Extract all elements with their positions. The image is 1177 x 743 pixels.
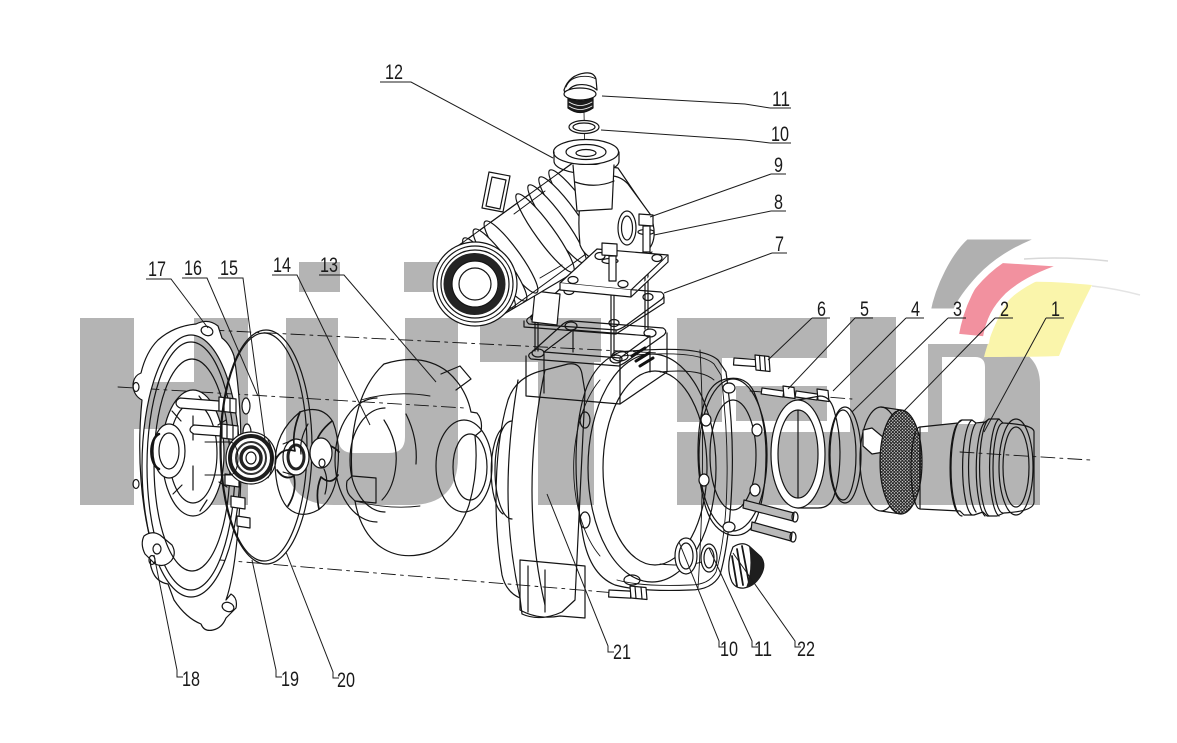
- svg-text:5: 5: [860, 298, 869, 321]
- svg-text:3: 3: [953, 298, 962, 321]
- svg-text:22: 22: [797, 638, 815, 661]
- svg-text:10: 10: [771, 123, 789, 146]
- svg-text:18: 18: [182, 668, 200, 691]
- svg-text:4: 4: [911, 298, 920, 321]
- svg-text:20: 20: [337, 669, 355, 692]
- svg-text:11: 11: [772, 88, 790, 111]
- svg-text:6: 6: [817, 298, 826, 321]
- svg-text:9: 9: [774, 154, 783, 177]
- svg-text:12: 12: [385, 61, 403, 84]
- svg-text:17: 17: [148, 258, 166, 281]
- svg-text:8: 8: [774, 191, 783, 214]
- svg-text:19: 19: [281, 668, 299, 691]
- svg-text:15: 15: [220, 257, 238, 280]
- svg-text:7: 7: [775, 233, 784, 256]
- svg-text:11: 11: [754, 638, 772, 661]
- svg-text:16: 16: [184, 257, 202, 280]
- svg-text:10: 10: [720, 638, 738, 661]
- svg-text:14: 14: [273, 254, 291, 277]
- svg-text:2: 2: [1000, 298, 1009, 321]
- svg-text:13: 13: [320, 254, 338, 277]
- svg-text:21: 21: [613, 641, 631, 664]
- svg-text:1: 1: [1051, 298, 1060, 321]
